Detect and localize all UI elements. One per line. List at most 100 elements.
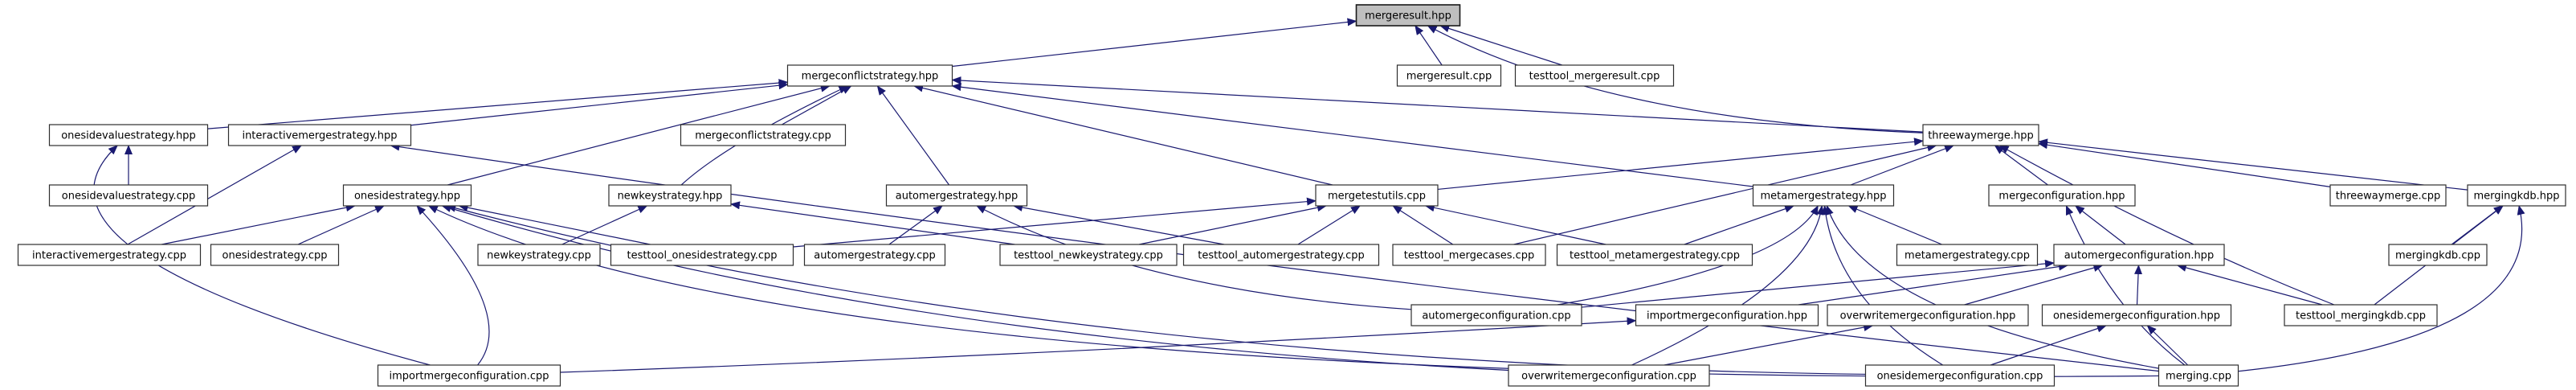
node-box[interactable]: [885, 184, 1028, 207]
node-box[interactable]: [342, 184, 472, 207]
include-edge-threewaymerge-hpp-to-mergeconflictstrategy-hpp: [951, 76, 1924, 133]
node-box[interactable]: [2158, 364, 2239, 387]
include-edge-onesidevaluestrategy-hpp-to-mergeconflictstrategy-hpp: [207, 79, 789, 129]
include-edge-automergestrategy-hpp-to-mergeconflictstrategy-hpp: [876, 85, 950, 186]
node-onesidestrategy-cpp[interactable]: onesidestrategy.cpp: [210, 244, 340, 266]
node-box[interactable]: [1922, 124, 2039, 146]
include-edge-testtool-mergeresult-cpp-to-mergeresult-hpp: [1439, 24, 1562, 66]
include-edge-overwritemergeconfiguration-cpp-to-onesidestrategy-hpp: [441, 204, 1509, 372]
node-overwritemergeconfiguration-hpp[interactable]: overwritemergeconfiguration.hpp: [1827, 304, 2029, 326]
node-automergeconfiguration-cpp[interactable]: automergeconfiguration.cpp: [1410, 304, 1582, 326]
node-box[interactable]: [1508, 364, 1710, 387]
include-edge-mergeconflictstrategy-cpp-to-mergeconflictstrategy-hpp: [782, 85, 852, 125]
node-testtool-metamergestrategy-cpp[interactable]: testtool_metamergestrategy.cpp: [1556, 244, 1753, 266]
node-box[interactable]: [803, 244, 946, 266]
node-box[interactable]: [2329, 184, 2447, 207]
node-testtool-newkeystrategy-cpp[interactable]: testtool_newkeystrategy.cpp: [999, 244, 1178, 266]
node-box[interactable]: [1896, 244, 2039, 266]
node-newkeystrategy-hpp[interactable]: newkeystrategy.hpp: [608, 184, 732, 207]
node-box[interactable]: [2467, 184, 2566, 207]
node-label: onesidemergeconfiguration.cpp: [1877, 371, 2043, 383]
include-edge-testtool-mergingkdb-cpp-to-automergeconfiguration-hpp: [2176, 264, 2323, 306]
include-edge-onesidemergeconfiguration-hpp-to-automergeconfiguration-hpp: [2134, 265, 2143, 306]
node-box[interactable]: [377, 364, 561, 387]
include-edge-onesidemergeconfiguration-cpp-to-onesidemergeconfiguration-hpp: [1990, 324, 2107, 366]
node-importmergeconfiguration-cpp[interactable]: importmergeconfiguration.cpp: [377, 364, 561, 387]
node-box[interactable]: [1864, 364, 2055, 387]
node-label: interactivemergestrategy.cpp: [32, 250, 186, 262]
node-box[interactable]: [2053, 244, 2225, 266]
node-merging-cpp[interactable]: merging.cpp: [2158, 364, 2239, 387]
node-onesidevaluestrategy-hpp[interactable]: onesidevaluestrategy.hpp: [48, 124, 209, 146]
node-box[interactable]: [1514, 64, 1675, 87]
node-onesidemergeconfiguration-cpp[interactable]: onesidemergeconfiguration.cpp: [1864, 364, 2055, 387]
node-mergingkdb-hpp[interactable]: mergingkdb.hpp: [2467, 184, 2566, 207]
node-box[interactable]: [2041, 304, 2232, 326]
node-automergestrategy-cpp[interactable]: automergestrategy.cpp: [803, 244, 946, 266]
node-label: threewaymerge.hpp: [1928, 130, 2034, 142]
node-threewaymerge-cpp[interactable]: threewaymerge.cpp: [2329, 184, 2447, 207]
node-mergeconflictstrategy-cpp[interactable]: mergeconflictstrategy.cpp: [680, 124, 847, 146]
node-onesidemergeconfiguration-hpp[interactable]: onesidemergeconfiguration.hpp: [2041, 304, 2232, 326]
node-box[interactable]: [1988, 184, 2136, 207]
node-label: mergeconflictstrategy.hpp: [802, 71, 939, 83]
node-box[interactable]: [1392, 244, 1546, 266]
node-label: mergeconflictstrategy.cpp: [695, 130, 831, 142]
node-onesidestrategy-hpp[interactable]: onesidestrategy.hpp: [342, 184, 472, 207]
include-edge-testtool-newkeystrategy-cpp-to-mergetestutils-cpp: [1138, 203, 1327, 245]
node-mergeconflictstrategy-hpp[interactable]: mergeconflictstrategy.hpp: [786, 64, 953, 87]
node-box[interactable]: [2284, 304, 2438, 326]
node-box[interactable]: [210, 244, 340, 266]
node-box[interactable]: [610, 244, 794, 266]
node-label: mergeresult.hpp: [1365, 10, 1451, 23]
node-metamergestrategy-hpp[interactable]: metamergestrategy.hpp: [1752, 184, 1895, 207]
include-edge-overwritemergeconfiguration-hpp-to-automergeconfiguration-hpp: [1964, 264, 2104, 306]
node-label: onesidestrategy.hpp: [354, 191, 460, 203]
node-importmergeconfiguration-hpp[interactable]: importmergeconfiguration.hpp: [1635, 304, 1819, 326]
node-testtool-mergecases-cpp[interactable]: testtool_mergecases.cpp: [1392, 244, 1546, 266]
node-box[interactable]: [1410, 304, 1582, 326]
node-box[interactable]: [2388, 244, 2488, 266]
node-box[interactable]: [608, 184, 732, 207]
node-mergeconfiguration-hpp[interactable]: mergeconfiguration.hpp: [1988, 184, 2136, 207]
node-box[interactable]: [1182, 244, 1380, 266]
node-testtool-mergeresult-cpp[interactable]: testtool_mergeresult.cpp: [1514, 64, 1675, 87]
node-box[interactable]: [999, 244, 1178, 266]
node-box[interactable]: [1752, 184, 1895, 207]
node-box[interactable]: [680, 124, 847, 146]
node-box[interactable]: [1635, 304, 1819, 326]
node-newkeystrategy-cpp[interactable]: newkeystrategy.cpp: [477, 244, 601, 266]
node-onesidevaluestrategy-cpp[interactable]: onesidevaluestrategy.cpp: [48, 184, 209, 207]
node-interactivemergestrategy-cpp[interactable]: interactivemergestrategy.cpp: [17, 244, 202, 266]
node-box[interactable]: [1315, 184, 1439, 207]
node-label: interactivemergestrategy.hpp: [242, 130, 397, 142]
node-box[interactable]: [477, 244, 601, 266]
node-mergetestutils-cpp[interactable]: mergetestutils.cpp: [1315, 184, 1439, 207]
node-box[interactable]: [1396, 64, 1502, 87]
node-mergeresult-hpp[interactable]: mergeresult.hpp: [1355, 4, 1461, 27]
include-edge-onesidestrategy-hpp-to-mergeconflictstrategy-hpp: [447, 84, 831, 186]
node-testtool-onesidestrategy-cpp[interactable]: testtool_onesidestrategy.cpp: [610, 244, 794, 266]
node-box[interactable]: [17, 244, 202, 266]
node-overwritemergeconfiguration-cpp[interactable]: overwritemergeconfiguration.cpp: [1508, 364, 1710, 387]
node-automergestrategy-hpp[interactable]: automergestrategy.hpp: [885, 184, 1028, 207]
node-interactivemergestrategy-hpp[interactable]: interactivemergestrategy.hpp: [227, 124, 412, 146]
node-threewaymerge-hpp[interactable]: threewaymerge.hpp: [1922, 124, 2039, 146]
include-edge-mergeconflictstrategy-hpp-to-mergeresult-hpp: [952, 18, 1357, 68]
node-box[interactable]: [786, 64, 953, 87]
node-box[interactable]: [1556, 244, 1753, 266]
include-edge-testtool-automergestrategy-cpp-to-mergetestutils-cpp: [1297, 205, 1361, 245]
node-automergeconfiguration-hpp[interactable]: automergeconfiguration.hpp: [2053, 244, 2225, 266]
node-testtool-automergestrategy-cpp[interactable]: testtool_automergestrategy.cpp: [1182, 244, 1380, 266]
include-edge-automergestrategy-cpp-to-automergestrategy-hpp: [888, 205, 943, 245]
node-box[interactable]: [48, 124, 209, 146]
node-mergeresult-cpp[interactable]: mergeresult.cpp: [1396, 64, 1502, 87]
node-testtool-mergingkdb-cpp[interactable]: testtool_mergingkdb.cpp: [2284, 304, 2438, 326]
node-box[interactable]: [1827, 304, 2029, 326]
root-node-box[interactable]: [1355, 4, 1461, 27]
node-metamergestrategy-cpp[interactable]: metamergestrategy.cpp: [1896, 244, 2039, 266]
include-edge-merging-cpp-to-onesidemergeconfiguration-hpp: [2146, 325, 2189, 366]
node-mergingkdb-cpp[interactable]: mergingkdb.cpp: [2388, 244, 2488, 266]
node-box[interactable]: [48, 184, 209, 207]
node-box[interactable]: [227, 124, 412, 146]
